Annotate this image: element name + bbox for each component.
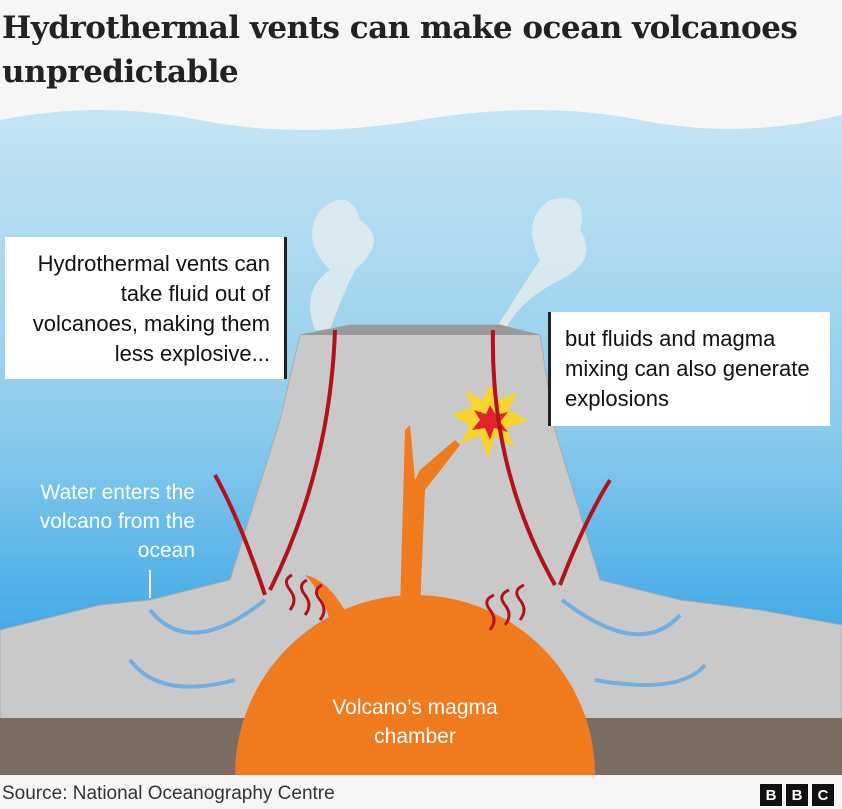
source-credit: Source: National Oceanography Centre: [2, 783, 335, 804]
arrow-red-left-vent: [268, 329, 337, 591]
logo-letter: B: [760, 784, 782, 806]
volcano-crater: [300, 325, 540, 335]
bbc-logo: B B C: [760, 784, 834, 806]
explosion-icon: [452, 385, 528, 458]
logo-letter: C: [812, 784, 834, 806]
vent-plume-left: [310, 199, 374, 330]
arrow-red-left-flank: [213, 474, 267, 596]
volcano-diagram: [0, 110, 842, 775]
magma-chamber: [235, 595, 595, 775]
arrow-blue-left-upper: [148, 598, 267, 635]
arrow-blue-right-upper: [560, 598, 682, 637]
arrow-blue-left-lower: [128, 658, 236, 689]
water-arrows: [128, 598, 707, 689]
water-label: Water enters the volcano from the ocean: [39, 481, 195, 562]
vent-annotation-box: Hydrothermal vents can take fluid out of…: [5, 237, 287, 379]
magma-chamber-label: Volcano’s magma chamber: [332, 696, 498, 748]
arrow-blue-right-lower: [594, 663, 707, 687]
magma-conduit: [305, 425, 460, 620]
arrow-red-right-vent: [490, 329, 557, 586]
explosion-annotation-box: but fluids and magma mixing can also gen…: [548, 312, 830, 426]
logo-letter: B: [786, 784, 808, 806]
arrow-red-right-flank: [558, 478, 612, 586]
page-title: Hydrothermal vents can make ocean volcan…: [2, 10, 798, 90]
vent-plume-right: [495, 198, 587, 330]
fluid-arrows: [213, 329, 612, 631]
